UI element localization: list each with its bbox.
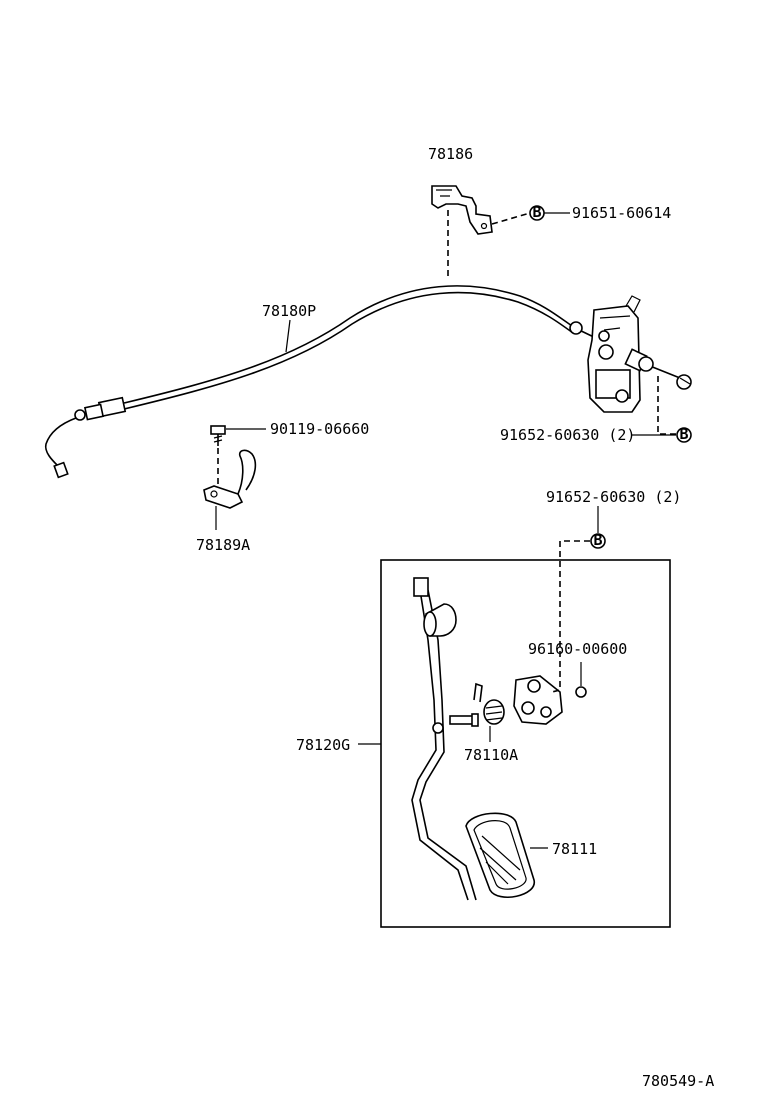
- pedal-pad-78111: [465, 812, 535, 898]
- label-78189a: 78189A: [196, 536, 250, 554]
- callout-b-right-letter: B: [679, 425, 688, 443]
- label-78120g: 78120G: [296, 736, 350, 754]
- label-78111: 78111: [552, 840, 597, 858]
- clamp-78189a: [203, 449, 257, 509]
- label-78180p: 78180P: [262, 302, 316, 320]
- label-90119-06660: 90119-06660: [270, 420, 369, 438]
- label-96160-00600: 96160-00600: [528, 640, 627, 658]
- callout-b-mid: B: [590, 531, 606, 549]
- leader-bracket-to-b: [491, 212, 531, 225]
- callout-b-top-letter: B: [532, 203, 541, 221]
- callout-b-top: B: [529, 203, 545, 221]
- leader-bracket-to-b-right: [657, 376, 676, 435]
- pivot-bolt: [432, 713, 479, 734]
- bracket-78186: [431, 185, 493, 235]
- bolt-90119: [210, 425, 226, 446]
- pedal-arm: [411, 577, 477, 901]
- label-78186: 78186: [428, 145, 473, 163]
- pedal-bracket-plate: [513, 675, 563, 725]
- label-91651-60614: 91651-60614: [572, 204, 671, 222]
- label-91652-60630-right: 91652-60630 (2): [500, 426, 635, 444]
- drawing-number: 780549-A: [642, 1072, 714, 1090]
- spring-78110a: [473, 682, 505, 742]
- label-78110a: 78110A: [464, 746, 518, 764]
- label-91652-60630-mid: 91652-60630 (2): [546, 488, 681, 506]
- mounting-bracket: [587, 295, 692, 413]
- callout-b-right: B: [676, 425, 692, 443]
- cable-78180p: [44, 285, 681, 479]
- leader-lines: [215, 212, 676, 849]
- callout-b-mid-letter: B: [593, 531, 602, 549]
- leader-b-to-bracket: [551, 540, 590, 693]
- ring-96160: [575, 662, 587, 698]
